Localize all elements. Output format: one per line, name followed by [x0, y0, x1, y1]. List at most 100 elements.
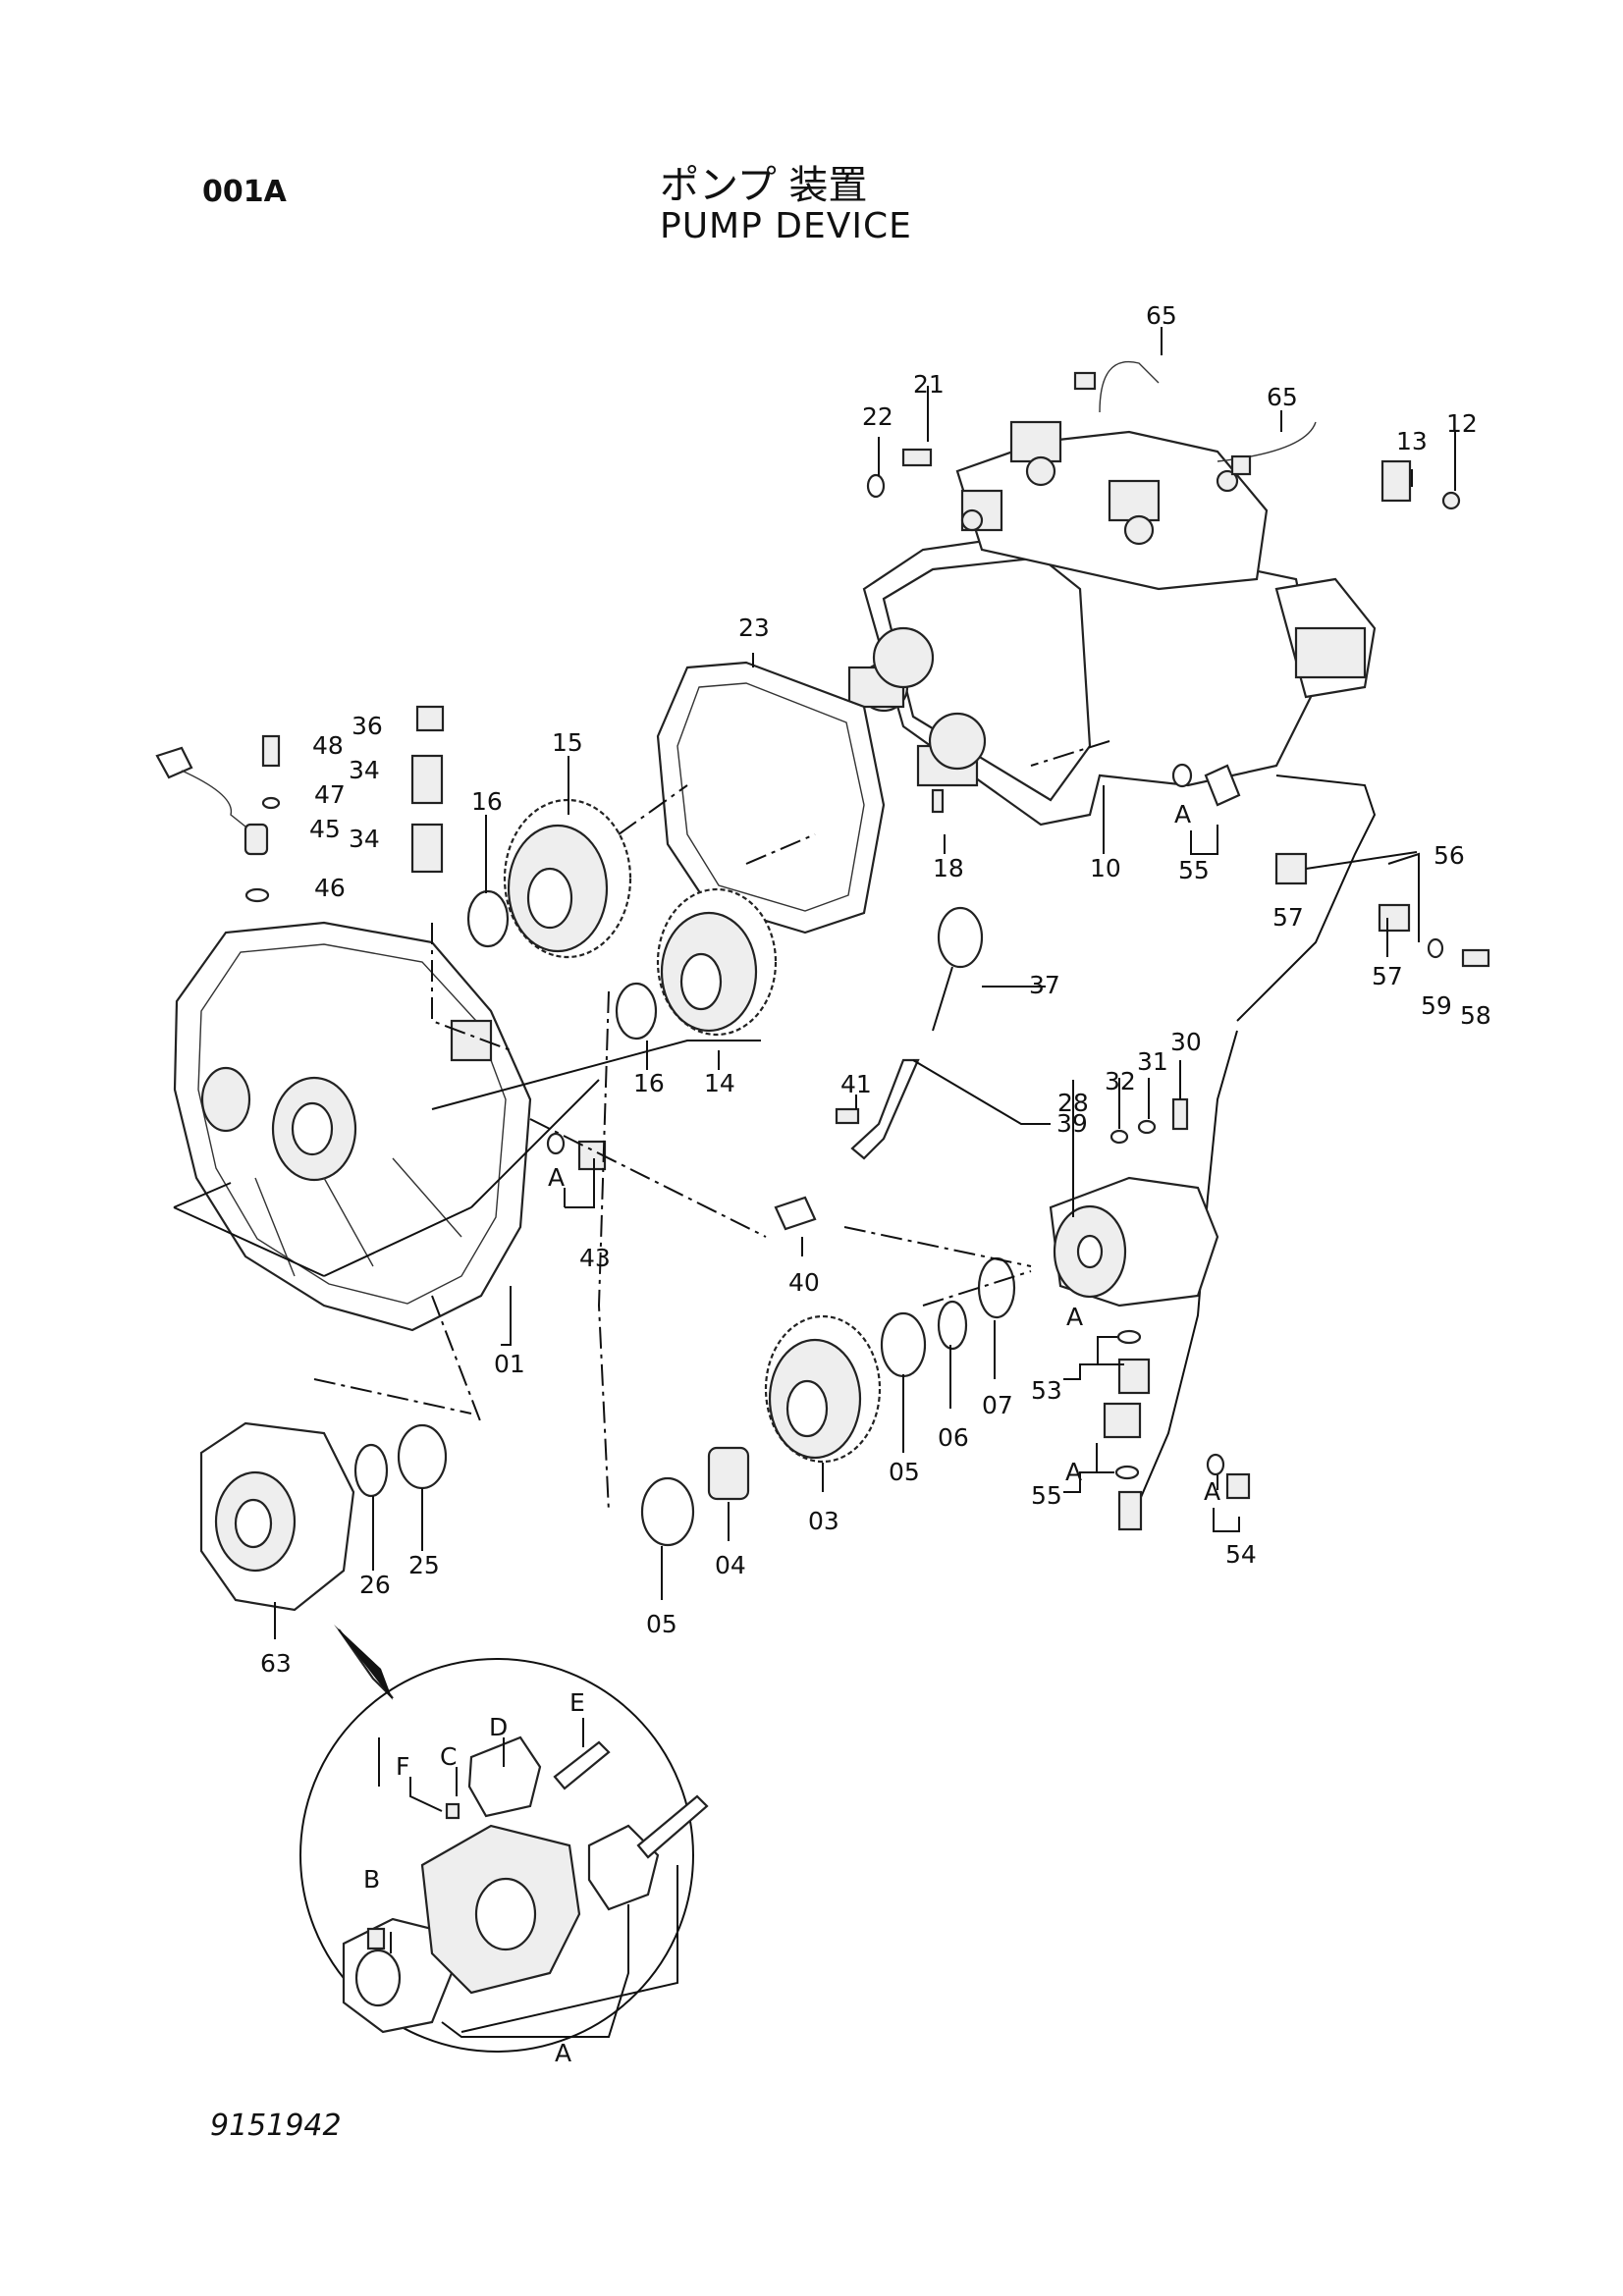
label-48: 48 — [312, 731, 344, 760]
label-37: 37 — [1029, 971, 1060, 999]
adapter-34a — [410, 754, 444, 805]
label-56: 56 — [1434, 841, 1465, 870]
label-06: 06 — [938, 1423, 969, 1452]
washer-32 — [1109, 1129, 1129, 1145]
gear-03 — [764, 1314, 882, 1464]
label-14: 14 — [704, 1069, 735, 1097]
washer-22 — [866, 473, 886, 499]
label-55b: 55 — [1031, 1481, 1062, 1510]
label-16b: 16 — [633, 1069, 665, 1097]
gear-14 — [656, 887, 778, 1037]
washer-59 — [1427, 937, 1444, 959]
washer-31 — [1137, 1119, 1157, 1135]
tube-39 — [850, 1058, 920, 1160]
elbow-55a — [1204, 764, 1241, 807]
seal-25 — [397, 1423, 448, 1490]
label-18: 18 — [933, 854, 964, 882]
detail-label-b: B — [363, 1865, 380, 1894]
gear-pump-28 — [1049, 1176, 1219, 1308]
label-36: 36 — [352, 712, 383, 740]
bolt-41 — [835, 1107, 860, 1125]
screw-12 — [1441, 491, 1461, 510]
o-ring-a1 — [1171, 763, 1193, 788]
label-53: 53 — [1031, 1376, 1062, 1405]
label-55a: 55 — [1178, 856, 1210, 884]
label-23: 23 — [738, 614, 770, 642]
plug-36 — [415, 705, 445, 732]
bolt-21 — [901, 448, 933, 467]
connector-45 — [155, 746, 193, 779]
label-32: 32 — [1105, 1067, 1136, 1095]
pinion-04 — [707, 1446, 750, 1501]
dash-dot-lines — [313, 740, 1110, 1513]
o-ring-a3 — [1116, 1329, 1142, 1345]
label-57a: 57 — [1272, 903, 1304, 932]
snap-ring-16b — [615, 982, 658, 1041]
ref-a-4: A — [1065, 1458, 1082, 1486]
label-05a: 05 — [889, 1458, 920, 1486]
bearing-05b — [640, 1476, 695, 1547]
o-ring-a4 — [1114, 1465, 1140, 1480]
page-code: 001A — [202, 175, 287, 209]
gasket — [656, 661, 886, 934]
ref-a-2: A — [548, 1163, 565, 1192]
o-ring-a2 — [546, 1132, 566, 1155]
label-46: 46 — [314, 874, 346, 902]
label-01: 01 — [494, 1350, 525, 1378]
snap-ring-06 — [937, 1300, 968, 1351]
label-12: 12 — [1446, 409, 1478, 438]
detail-label-d: D — [489, 1713, 508, 1741]
page-title: PUMP DEVICE — [660, 206, 912, 246]
label-57b: 57 — [1372, 962, 1403, 990]
dipstick-37 — [937, 906, 984, 969]
adapter-34b — [410, 823, 444, 874]
washer-47 — [261, 796, 281, 810]
label-30: 30 — [1170, 1028, 1202, 1056]
label-21: 21 — [913, 370, 945, 399]
bolt-48 — [261, 734, 281, 768]
pump-housing — [173, 921, 532, 1332]
dipstick-rod — [932, 966, 953, 1032]
label-45: 45 — [309, 815, 341, 843]
detail-label-e: E — [569, 1688, 585, 1717]
label-39: 39 — [1056, 1109, 1088, 1138]
detail-label-f: F — [396, 1752, 409, 1781]
label-10: 10 — [1090, 854, 1121, 882]
snap-ring-26 — [353, 1443, 389, 1498]
label-41: 41 — [840, 1070, 872, 1098]
label-25: 25 — [408, 1551, 440, 1579]
gasket-40 — [774, 1196, 817, 1231]
label-34a: 34 — [349, 756, 380, 784]
label-54: 54 — [1225, 1540, 1257, 1569]
label-05b: 05 — [646, 1610, 677, 1638]
page-title-japanese: ポンプ 装置 — [660, 163, 868, 208]
label-22: 22 — [862, 402, 893, 431]
fitting-53b — [1103, 1402, 1142, 1439]
label-59: 59 — [1421, 991, 1452, 1020]
clamp-57a — [1274, 852, 1308, 885]
pin-18 — [931, 788, 945, 814]
coupling-detail-parts — [342, 1735, 709, 2034]
leader-lines — [173, 327, 1456, 2038]
bolt-58 — [1461, 948, 1490, 968]
drawing-number: 9151942 — [210, 2109, 342, 2143]
label-07: 07 — [982, 1391, 1013, 1419]
gear-15 — [503, 798, 632, 959]
clamp-57b — [1378, 903, 1411, 933]
ref-a-6: A — [555, 2039, 571, 2067]
label-65a: 65 — [1146, 301, 1177, 330]
coupling-63 — [199, 1421, 355, 1612]
plug-54 — [1225, 1472, 1251, 1500]
ref-a-1: A — [1174, 800, 1191, 828]
ref-a-5: A — [1204, 1477, 1220, 1506]
label-28: 28 — [1057, 1089, 1089, 1117]
snap-ring-07 — [977, 1256, 1016, 1319]
label-40: 40 — [788, 1268, 820, 1297]
label-13: 13 — [1396, 427, 1428, 455]
snap-ring-16a — [466, 889, 510, 948]
detail-label-c: C — [440, 1742, 457, 1771]
label-58: 58 — [1460, 1001, 1491, 1030]
ref-a-3: A — [1066, 1303, 1083, 1331]
label-03: 03 — [808, 1507, 839, 1535]
